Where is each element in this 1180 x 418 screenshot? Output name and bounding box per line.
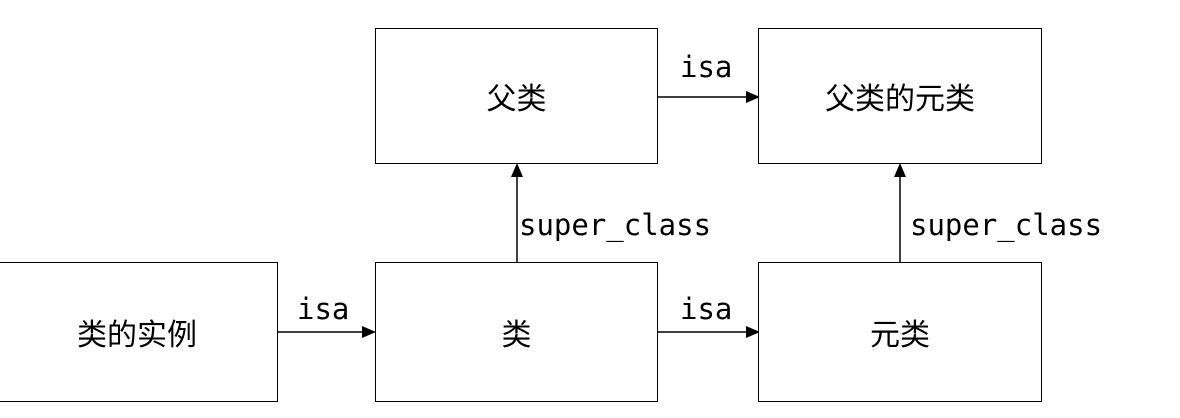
node-instance: 类的实例 [0, 262, 278, 402]
arrow-superclass-to-super-metaclass [658, 91, 760, 103]
label-superclass-to-super-metaclass: isa [680, 50, 733, 84]
node-metaclass: 元类 [758, 262, 1042, 402]
node-super-metaclass: 父类的元类 [758, 28, 1042, 164]
arrow-metaclass-to-super-metaclass [894, 163, 906, 262]
node-class: 类 [375, 262, 658, 402]
label-instance-to-class: isa [297, 292, 350, 326]
label-class-to-superclass: super_class [519, 208, 712, 242]
arrow-class-to-superclass [511, 163, 523, 262]
arrow-instance-to-class [278, 326, 376, 338]
label-metaclass-to-super-metaclass: super_class [910, 208, 1103, 242]
node-superclass: 父类 [375, 28, 658, 164]
arrow-class-to-metaclass [658, 326, 760, 338]
label-class-to-metaclass: isa [680, 292, 733, 326]
